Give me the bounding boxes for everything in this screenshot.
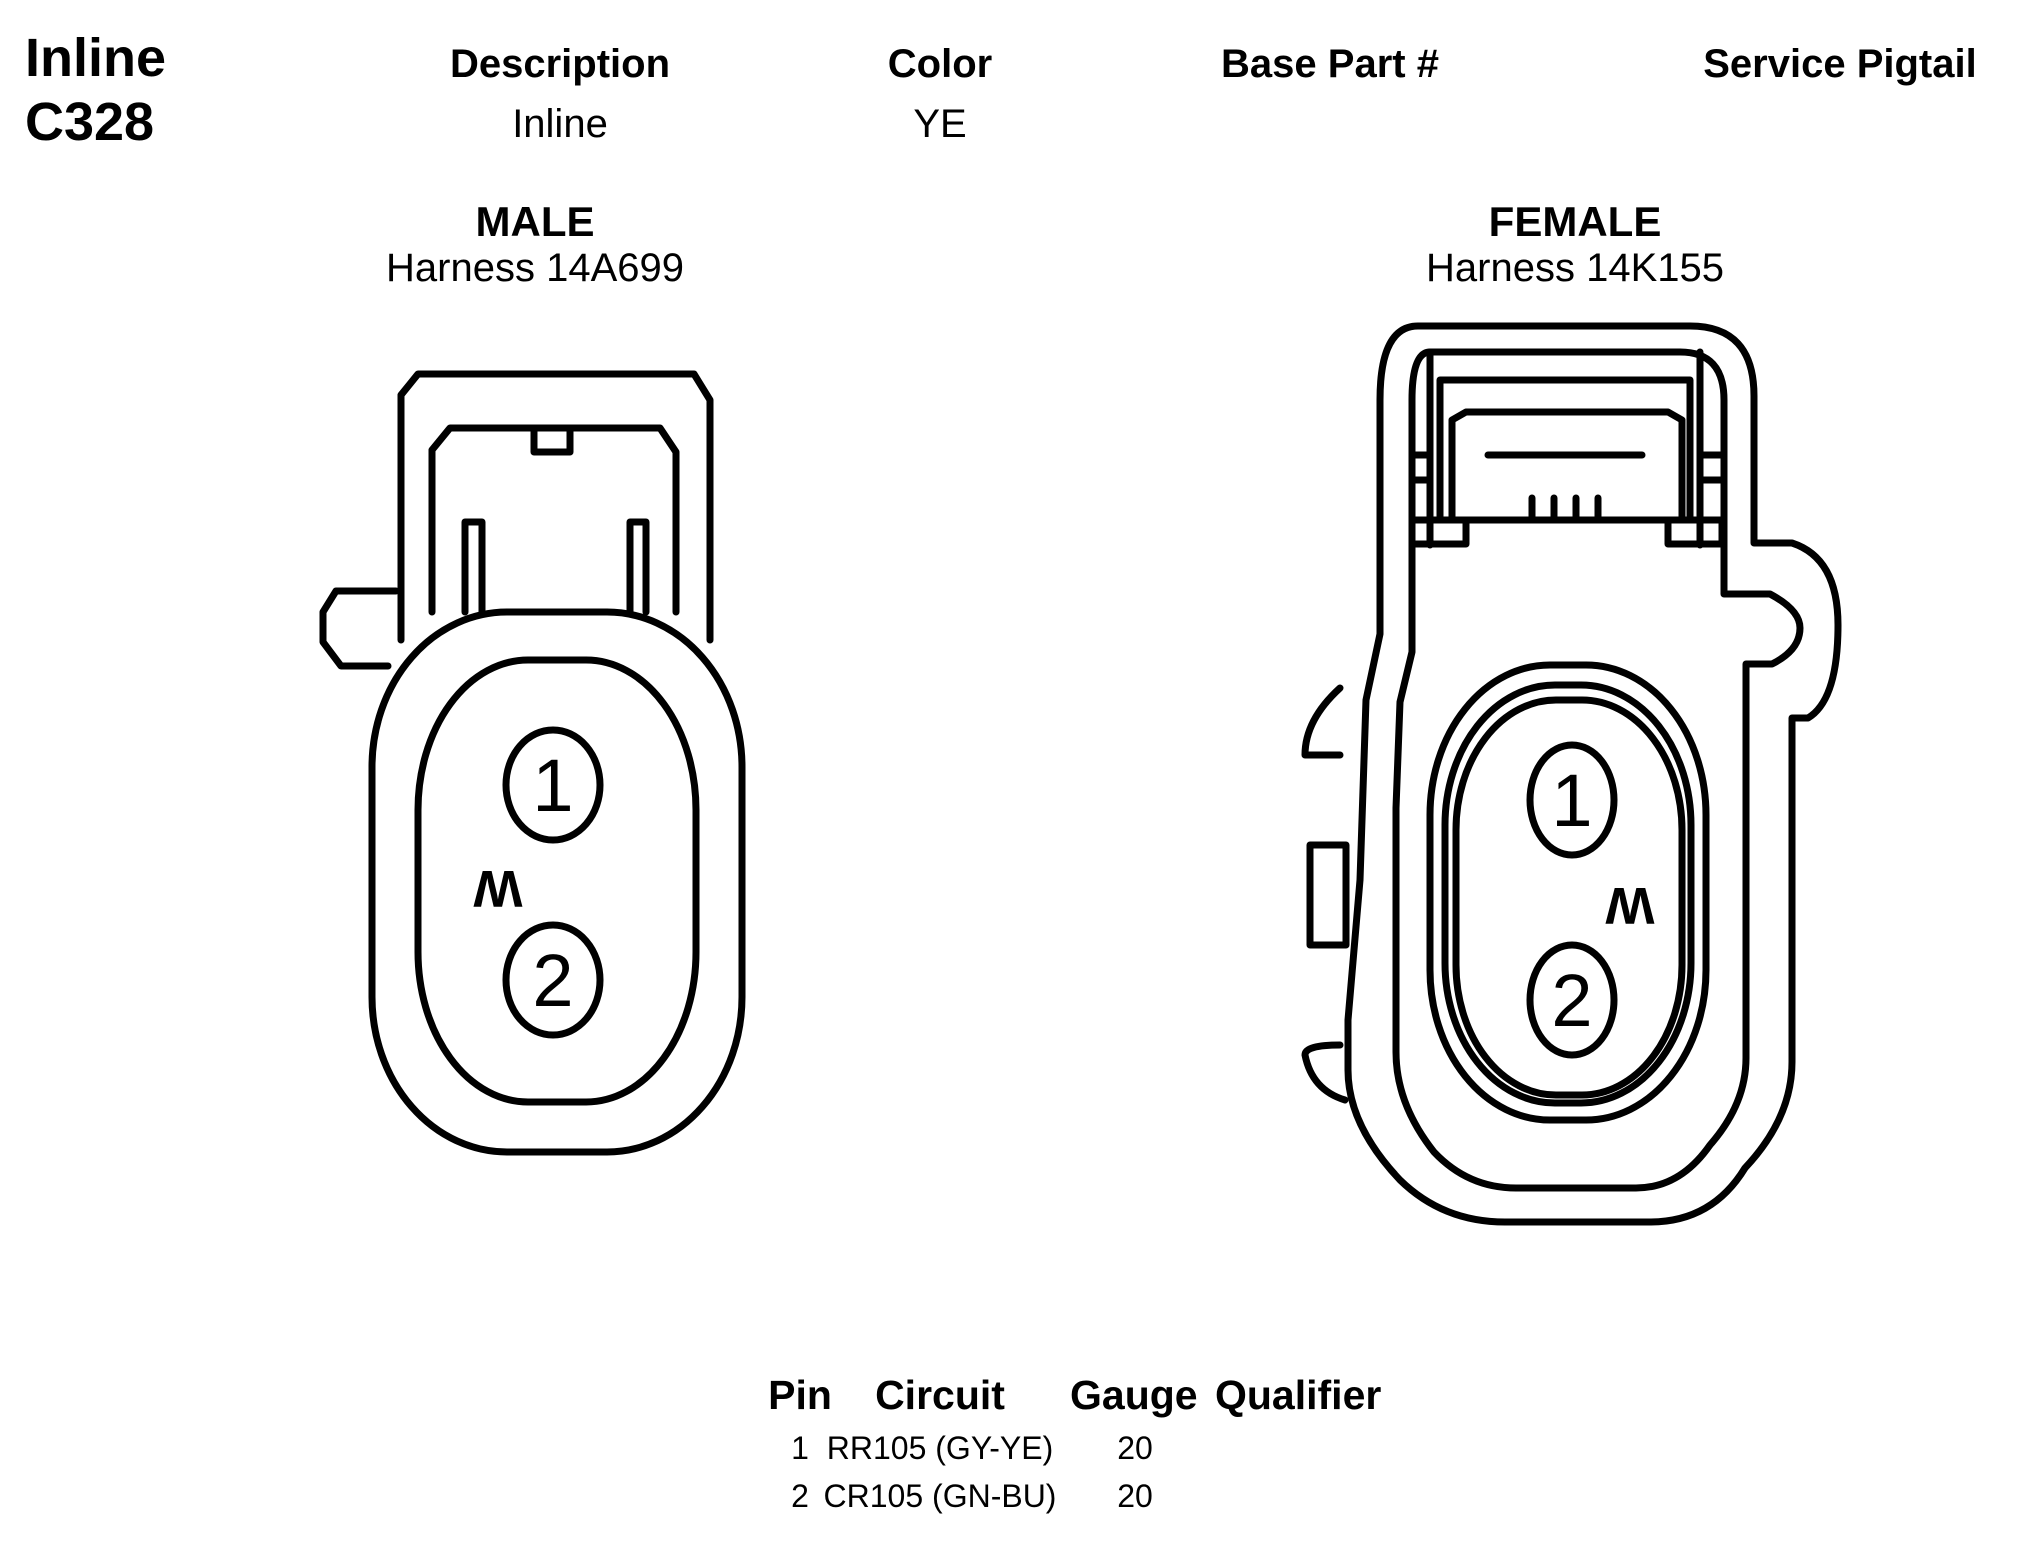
service-pigtail-header: Service Pigtail — [1703, 42, 1977, 86]
male-pin-1-label: 1 — [532, 744, 573, 827]
female-label: FEMALE — [1488, 198, 1662, 245]
qualifier-column-header: Qualifier — [1215, 1372, 1382, 1418]
female-pin-2-cavity — [1526, 941, 1618, 1059]
table-row-1-circuit: RR105 (GY-YE) — [826, 1430, 1054, 1466]
female-pin-1-label: 1 — [1551, 759, 1592, 842]
male-label: MALE — [475, 198, 595, 245]
male-key-mark: W — [473, 859, 523, 917]
male-pin-2-label: 2 — [532, 939, 573, 1022]
circuit-column-header: Circuit — [875, 1372, 1005, 1418]
color-header: Color — [887, 42, 993, 86]
female-key-mark: W — [1605, 876, 1655, 934]
description-value: Inline — [512, 102, 608, 146]
color-value: YE — [913, 102, 967, 146]
gauge-column-header: Gauge — [1070, 1372, 1198, 1418]
male-harness: Harness 14A699 — [386, 246, 684, 290]
table-row-1-pin: 1 — [791, 1430, 809, 1466]
table-row-1-gauge: 20 — [1117, 1430, 1153, 1466]
female-pin-1-cavity — [1526, 741, 1618, 859]
base-part-header: Base Part # — [1221, 42, 1439, 86]
female-pin-2-label: 2 — [1551, 959, 1592, 1042]
connector-type: Inline — [25, 28, 167, 88]
male-connector-face: 1 2 W — [319, 370, 746, 1156]
table-row-2-gauge: 20 — [1117, 1478, 1153, 1514]
table-row-2-circuit: CR105 (GN-BU) — [823, 1478, 1057, 1514]
female-connector-face: 1 2 W — [1301, 322, 1842, 1226]
female-harness: Harness 14K155 — [1426, 246, 1724, 290]
male-pin-2-cavity — [502, 921, 604, 1039]
pin-column-header: Pin — [768, 1372, 832, 1418]
connector-id: C328 — [25, 92, 155, 152]
male-pin-1-cavity — [502, 726, 604, 844]
table-row-2-pin: 2 — [791, 1478, 809, 1514]
description-header: Description — [449, 42, 671, 86]
